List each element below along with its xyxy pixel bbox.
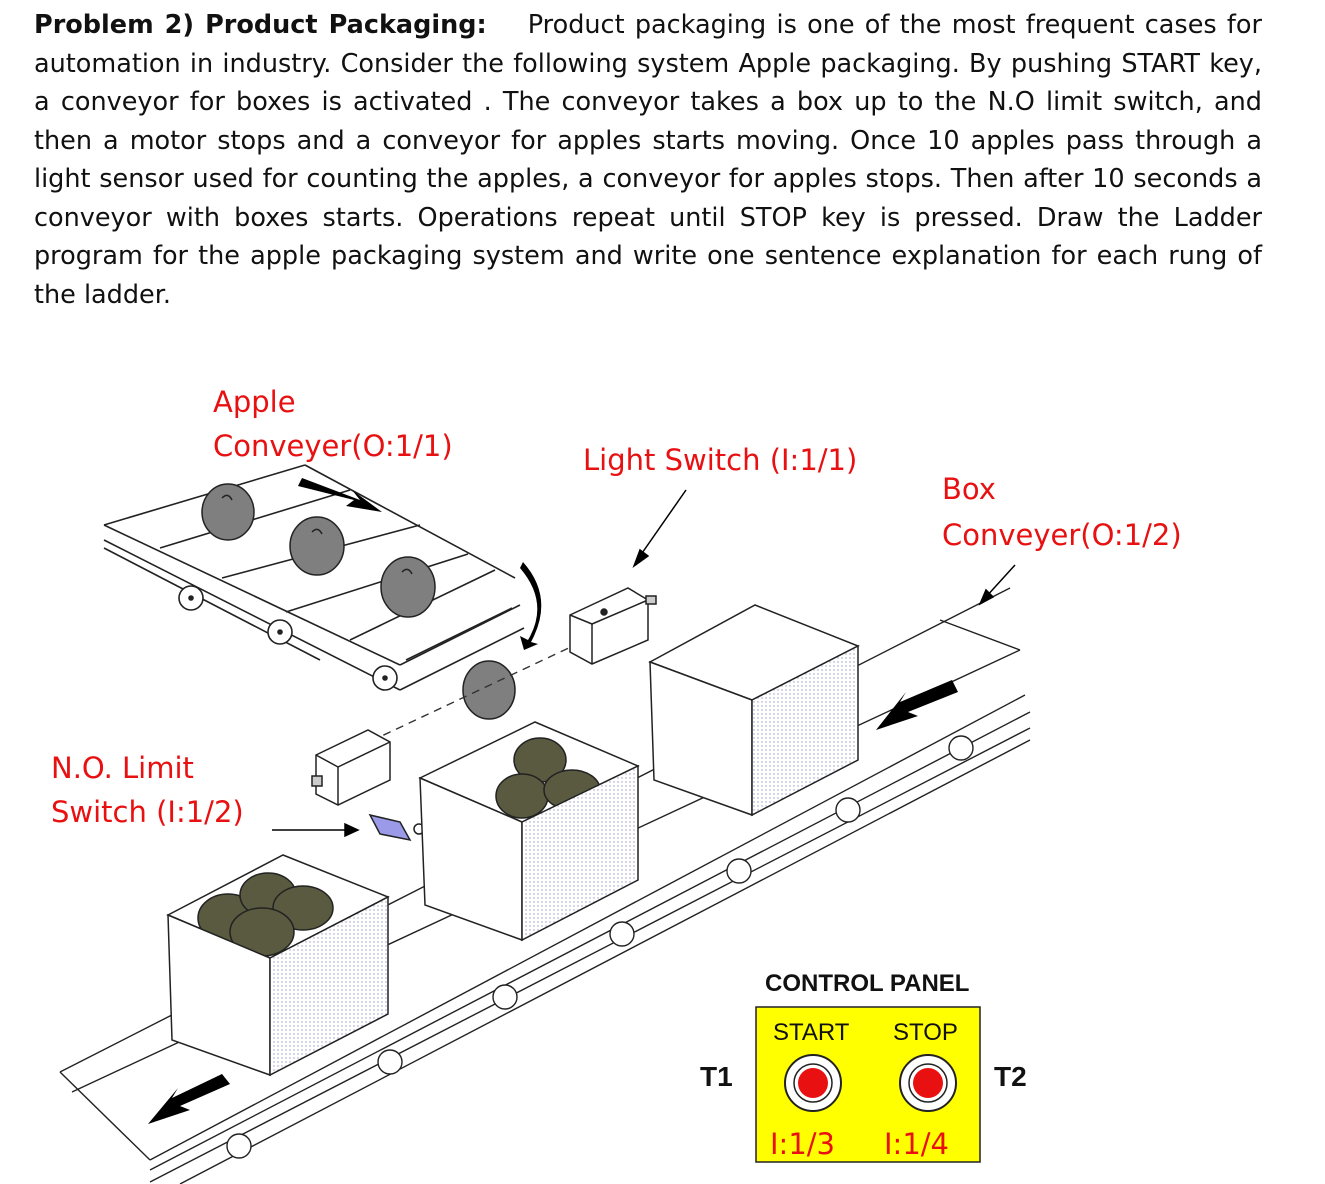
start-button[interactable] (784, 1054, 842, 1112)
box-conveyor-pointer (984, 564, 1016, 599)
filling-box (418, 721, 640, 942)
apple-conveyor (103, 464, 525, 691)
box-conveyor-arrow-left (148, 1074, 230, 1124)
control-panel-title: CONTROL PANEL (765, 970, 969, 997)
stop-button[interactable] (899, 1054, 957, 1112)
stop-address: I:1/4 (884, 1127, 949, 1161)
limit-switch-label: N.O. Limit (51, 751, 194, 785)
light-switch-pointer (639, 489, 687, 557)
limit-switch-housing (311, 729, 391, 806)
apple (289, 516, 345, 576)
limit-switch-address: Switch (I:1/2) (51, 795, 244, 829)
apples-on-conveyor (201, 483, 516, 720)
light-sensor (569, 587, 657, 665)
start-label: START (773, 1019, 850, 1046)
apple-drop-curve-arrow (520, 562, 542, 650)
terminal-t1: T1 (700, 1061, 733, 1092)
terminal-t2: T2 (994, 1061, 1027, 1092)
empty-box (648, 604, 860, 817)
problem-statement: Problem 2) Product Packaging: Product pa… (34, 6, 1262, 314)
apple (380, 556, 436, 618)
problem-body: Product packaging is one of the most fre… (34, 10, 1262, 310)
control-panel: CONTROL PANEL START STOP I:1/3 I:1/4 T1 … (700, 970, 1027, 1163)
apple-conveyor-label: Apple (213, 385, 296, 419)
box-conveyor-label: Box (942, 472, 996, 506)
box-conveyor-arrow-right (876, 680, 958, 730)
apple-conveyor-direction-arrow (298, 478, 382, 512)
limit-switch (368, 813, 425, 842)
start-address: I:1/3 (770, 1127, 835, 1161)
apple (462, 660, 516, 720)
full-box (166, 854, 390, 1077)
stop-label: STOP (893, 1019, 958, 1046)
box-conveyor-address: Conveyer(O:1/2) (942, 518, 1182, 552)
problem-heading: Problem 2) Product Packaging: (34, 10, 487, 40)
light-switch-label: Light Switch (I:1/1) (583, 443, 857, 477)
apple-conveyor-address: Conveyer(O:1/1) (213, 429, 453, 463)
apple (201, 483, 255, 541)
